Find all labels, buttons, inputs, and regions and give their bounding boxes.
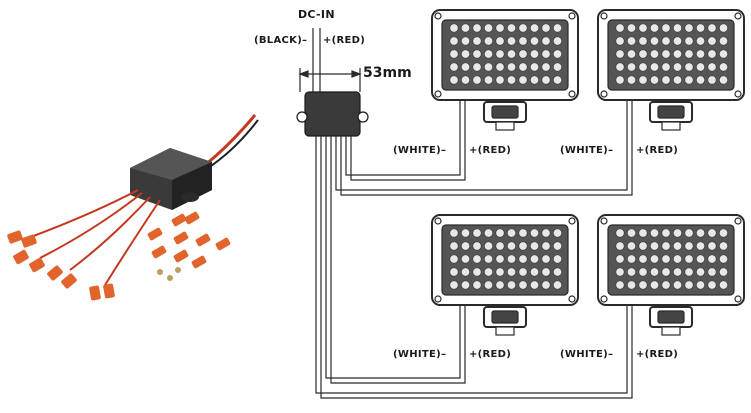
lamp1-plus-label: +(RED) <box>469 145 512 156</box>
dc-in-label: DC-IN <box>298 8 335 21</box>
wire-terminals <box>7 230 115 301</box>
lamp-1 <box>431 9 579 131</box>
lamp1-minus-label: (WHITE)– <box>393 145 447 156</box>
lamp4-minus-label: (WHITE)– <box>560 349 614 360</box>
lamp4-plus-label: +(RED) <box>636 349 679 360</box>
lamps-group <box>431 9 745 336</box>
dimension-label: 53mm <box>363 65 412 81</box>
output-wires <box>315 100 633 399</box>
product-photo <box>7 114 259 301</box>
lamp-4 <box>597 214 745 336</box>
lamp2-plus-label: +(RED) <box>636 145 679 156</box>
lamp3-plus-label: +(RED) <box>469 349 512 360</box>
screws <box>157 267 181 281</box>
controller-box <box>296 91 369 137</box>
dimension-mark <box>298 68 362 92</box>
loose-terminals <box>147 211 231 269</box>
black-wire-label: (BLACK)– <box>254 35 308 46</box>
schematic <box>296 9 745 399</box>
lamp3-minus-label: (WHITE)– <box>393 349 447 360</box>
lamp-2 <box>597 9 745 131</box>
red-wire-label: +(RED) <box>323 35 366 46</box>
lamp2-minus-label: (WHITE)– <box>560 145 614 156</box>
lamp-3 <box>431 214 579 336</box>
controller-box-photo <box>130 148 212 210</box>
